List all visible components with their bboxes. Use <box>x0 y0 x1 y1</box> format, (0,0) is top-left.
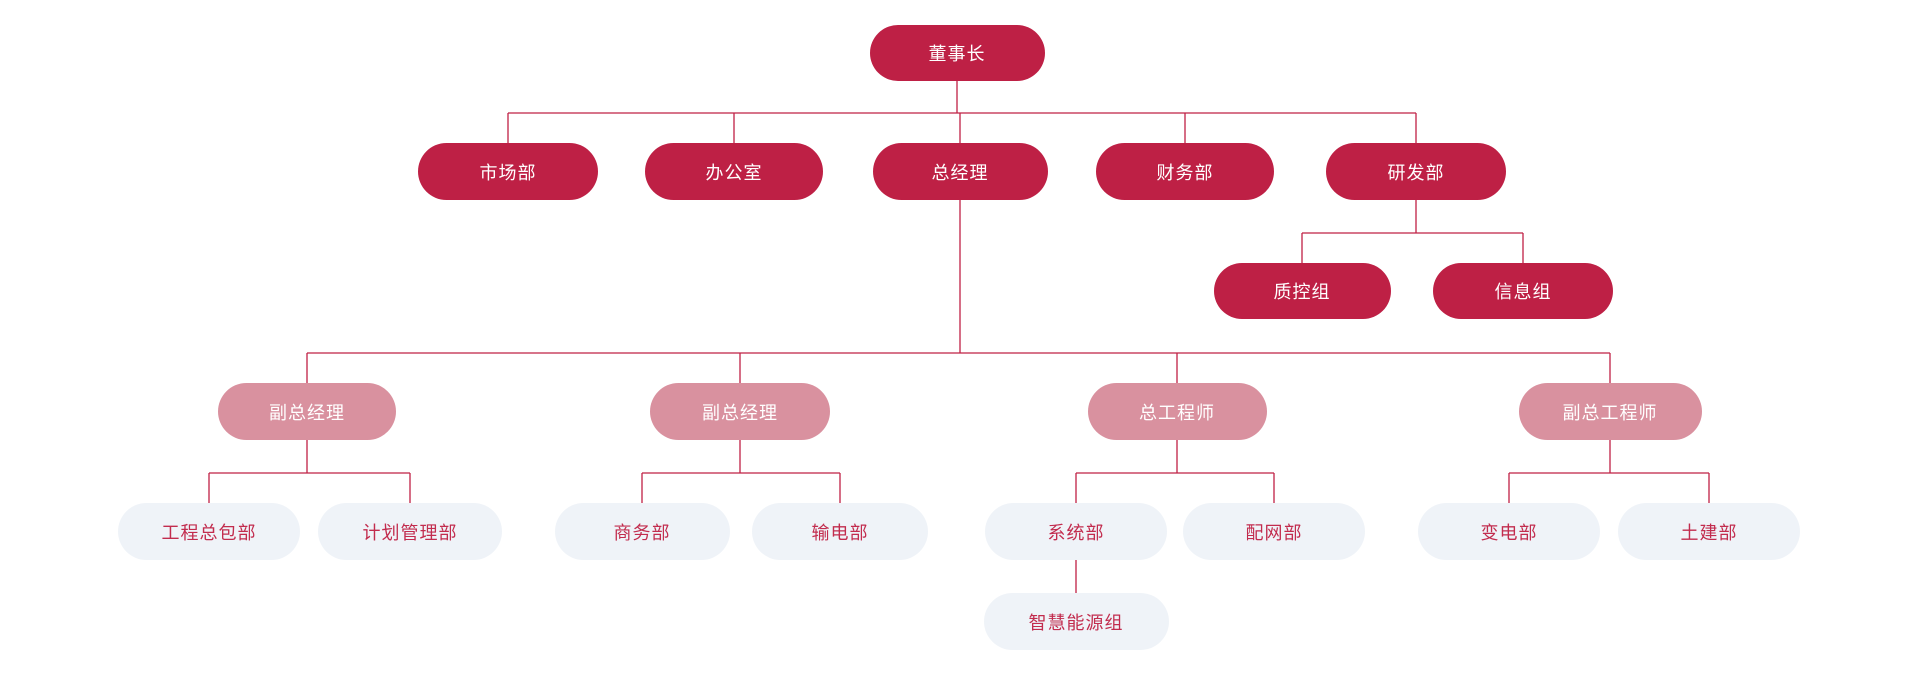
org-node-quality-control[interactable]: 质控组 <box>1213 263 1391 319</box>
org-node-label: 董事长 <box>928 44 986 64</box>
org-node-information[interactable]: 信息组 <box>1433 263 1613 319</box>
org-node-label: 副总经理 <box>702 402 778 423</box>
org-node-label: 副总经理 <box>269 402 345 423</box>
org-node-office[interactable]: 办公室 <box>645 143 823 200</box>
org-node-label: 工程总包部 <box>161 522 257 543</box>
org-node-label: 总经理 <box>931 162 989 183</box>
org-node-marketing[interactable]: 市场部 <box>418 143 598 200</box>
org-node-label: 配网部 <box>1245 522 1303 543</box>
org-node-planning[interactable]: 计划管理部 <box>318 503 502 560</box>
org-node-system[interactable]: 系统部 <box>985 503 1167 560</box>
org-node-deputy-chief-engineer[interactable]: 副总工程师 <box>1518 383 1702 440</box>
org-node-substation[interactable]: 变电部 <box>1418 503 1600 560</box>
org-node-label: 质控组 <box>1273 282 1331 302</box>
org-node-label: 输电部 <box>811 522 869 543</box>
org-node-label: 系统部 <box>1047 522 1105 543</box>
org-node-deputy-gm-1[interactable]: 副总经理 <box>218 383 396 440</box>
org-node-civil[interactable]: 土建部 <box>1618 503 1800 560</box>
org-node-transmission[interactable]: 输电部 <box>752 503 928 560</box>
org-node-label: 变电部 <box>1480 522 1538 543</box>
org-node-label: 研发部 <box>1387 162 1445 183</box>
org-node-label: 计划管理部 <box>362 522 458 543</box>
org-node-finance[interactable]: 财务部 <box>1096 143 1274 200</box>
org-node-smart-energy[interactable]: 智慧能源组 <box>983 593 1169 650</box>
org-node-label: 信息组 <box>1494 282 1552 302</box>
org-node-label: 市场部 <box>479 162 537 183</box>
org-node-epc[interactable]: 工程总包部 <box>118 503 300 560</box>
org-node-rnd[interactable]: 研发部 <box>1326 143 1506 200</box>
org-node-commerce[interactable]: 商务部 <box>554 503 730 560</box>
org-node-deputy-gm-2[interactable]: 副总经理 <box>650 383 830 440</box>
org-node-label: 智慧能源组 <box>1028 612 1124 633</box>
org-node-label: 办公室 <box>705 162 763 183</box>
org-node-chairman[interactable]: 董事长 <box>869 25 1045 81</box>
org-node-label: 财务部 <box>1156 162 1214 183</box>
org-node-label: 土建部 <box>1680 522 1738 543</box>
org-node-general-manager[interactable]: 总经理 <box>872 143 1048 200</box>
org-node-label: 总工程师 <box>1139 402 1215 423</box>
org-node-label: 副总工程师 <box>1562 402 1658 423</box>
org-node-distribution[interactable]: 配网部 <box>1183 503 1365 560</box>
org-node-label: 商务部 <box>613 522 671 543</box>
org-node-chief-engineer[interactable]: 总工程师 <box>1087 383 1267 440</box>
